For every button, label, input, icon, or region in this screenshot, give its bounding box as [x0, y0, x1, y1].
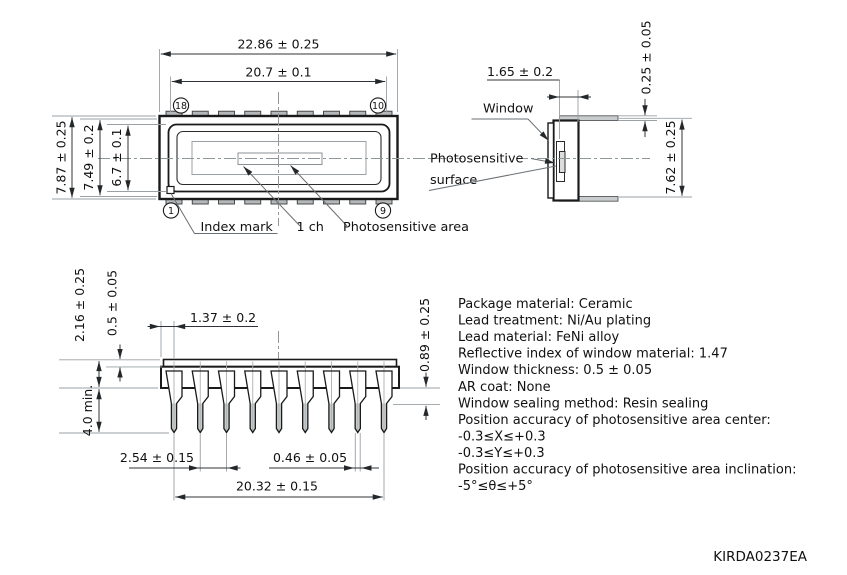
- note-line: Window thickness: 0.5 ± 0.05: [458, 363, 652, 378]
- side-window: [547, 122, 555, 199]
- side-photosensitive-surface: [559, 151, 566, 173]
- note-line: Reflective index of window material: 1.4…: [458, 347, 728, 362]
- dim-lead-width-text: 0.46 ± 0.05: [273, 450, 347, 465]
- photosensitive-strip: [237, 152, 323, 165]
- label-channel: 1 ch: [243, 166, 324, 235]
- label-channel-text: 1 ch: [297, 220, 324, 235]
- note-line: Lead treatment: Ni/Au plating: [458, 314, 651, 329]
- dim-front-height-mid: 7.49 ± 0.2: [80, 118, 157, 197]
- dim-edge-to-lead: 1.37 ± 0.2: [147, 310, 258, 330]
- label-index-mark: Index mark: [170, 193, 278, 235]
- dim-front-width-inner: 20.7 ± 0.1: [170, 65, 387, 112]
- note-line: -0.3≤X≤+0.3: [458, 429, 546, 444]
- dim-side-lead-span-text: 7.62 ± 0.25: [663, 120, 678, 194]
- dim-side-lead-span: 7.62 ± 0.25: [619, 117, 692, 198]
- pin-number-top-right-text: 10: [372, 101, 384, 112]
- pin-number-bottom-right: 9: [374, 202, 392, 219]
- dim-base-to-shoulder: 0.89 ± 0.25: [393, 298, 440, 420]
- note-line: Window sealing method: Resin sealing: [458, 396, 708, 411]
- note-line: -0.3≤Y≤+0.3: [458, 446, 545, 461]
- note-line: Lead material: FeNi alloy: [458, 330, 620, 345]
- dim-edge-to-lead-text: 1.37 ± 0.2: [190, 310, 256, 325]
- pin-number-bottom-left-text: 1: [168, 206, 174, 217]
- dim-front-height-inner-text: 6.7 ± 0.1: [109, 128, 124, 186]
- lead-extension-lines: [160, 321, 385, 501]
- dim-front-height-outer: 7.87 ± 0.25: [52, 115, 156, 200]
- label-photosensitive-surface-line1: Photosensitive: [430, 152, 524, 167]
- note-line: Position accuracy of photosensitive area…: [458, 413, 771, 428]
- dim-lead-width: 0.46 ± 0.05: [269, 450, 379, 471]
- dim-body-thickness: 2.16 ± 0.25: [59, 268, 160, 389]
- dim-side-lead-thickness: 0.25 ± 0.05: [618, 20, 657, 137]
- dim-window-thickness: 0.5 ± 0.05: [105, 270, 162, 382]
- note-line: Position accuracy of photosensitive area…: [458, 463, 796, 478]
- pin-number-top-left: 18: [172, 97, 190, 114]
- lead-view-window-lid: [162, 358, 398, 368]
- dim-window-thickness-text: 0.5 ± 0.05: [105, 270, 120, 336]
- pin-number-bottom-left: 1: [162, 202, 180, 219]
- note-line: -5°≤θ≤+5°: [458, 479, 533, 494]
- lead-view: 2.16 ± 0.25 0.5 ± 0.05 4.0 min. 1.37 ± 0…: [59, 268, 440, 501]
- note-line: Package material: Ceramic: [458, 297, 633, 312]
- side-view: 1.65 ± 0.2 0.25 ± 0.05 7.62 ± 0.25 Windo…: [428, 20, 692, 202]
- drawing-number: KIRDA0237EA: [713, 549, 807, 565]
- label-photosensitive-area: Photosensitive area: [290, 165, 469, 235]
- dim-body-thickness-text: 2.16 ± 0.25: [72, 268, 87, 342]
- dim-front-height-mid-text: 7.49 ± 0.2: [81, 124, 96, 190]
- dim-front-height-inner: 6.7 ± 0.1: [107, 124, 166, 192]
- dim-front-height-outer-text: 7.87 ± 0.25: [54, 120, 69, 194]
- label-photosensitive-surface-line2: surface: [430, 173, 477, 188]
- lead-pins: [165, 360, 393, 434]
- dim-lead-span-bottom-text: 20.32 ± 0.15: [236, 479, 318, 494]
- index-mark-square: [166, 185, 175, 195]
- label-photosensitive-surface: Photosensitive surface: [428, 152, 557, 191]
- notes-block: Package material: Ceramic Lead treatment…: [458, 297, 796, 494]
- dim-side-depth: 1.65 ± 0.2: [487, 64, 591, 139]
- dim-lead-pitch: 2.54 ± 0.15: [120, 450, 241, 471]
- pin-number-top-right: 10: [369, 97, 387, 114]
- dim-lead-length-text: 4.0 min.: [80, 385, 95, 436]
- dim-front-width-outer-text: 22.86 ± 0.25: [237, 37, 319, 52]
- dim-front-width-outer: 22.86 ± 0.25: [159, 37, 398, 112]
- dim-side-lead-thickness-text: 0.25 ± 0.05: [639, 20, 654, 94]
- label-window: Window: [471, 102, 549, 141]
- dim-side-depth-text: 1.65 ± 0.2: [487, 64, 553, 79]
- label-window-text: Window: [483, 102, 533, 117]
- dim-lead-pitch-text: 2.54 ± 0.15: [120, 450, 194, 465]
- pin-number-bottom-right-text: 9: [380, 206, 386, 217]
- pin-number-top-left-text: 18: [175, 101, 187, 112]
- dim-lead-span-bottom: 20.32 ± 0.15: [175, 479, 383, 500]
- front-view: 22.86 ± 0.25 20.7 ± 0.1 7.87 ± 0.25 7.49…: [52, 37, 469, 235]
- label-index-mark-text: Index mark: [201, 220, 274, 235]
- dim-lead-length: 4.0 min.: [59, 385, 169, 436]
- label-photosensitive-area-text: Photosensitive area: [343, 220, 469, 235]
- note-line: AR coat: None: [458, 380, 551, 395]
- dim-base-to-shoulder-text: 0.89 ± 0.25: [417, 298, 432, 372]
- dim-front-width-inner-text: 20.7 ± 0.1: [245, 65, 311, 80]
